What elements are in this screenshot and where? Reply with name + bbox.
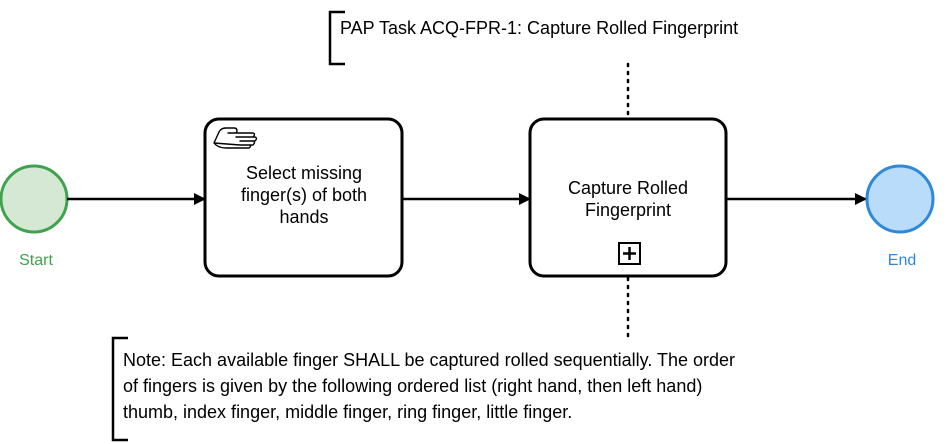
start-event[interactable]: [0, 164, 69, 234]
annotation-note-bracket: [111, 336, 128, 442]
annotation-note-line-3: thumb, index finger, middle finger, ring…: [123, 402, 573, 422]
end-event-label: End: [887, 252, 917, 269]
task-select-label: Select missing finger(s) of both hands: [240, 163, 368, 227]
manual-hand-icon: [213, 127, 258, 149]
start-event-label: Start: [19, 252, 53, 269]
annotation-note-line-1: Note: Each available finger SHALL be cap…: [123, 350, 736, 370]
subprocess-plus-icon[interactable]: [618, 242, 641, 265]
end-event[interactable]: [865, 164, 935, 234]
task-capture-label: Capture Rolled Fingerprint: [567, 178, 689, 220]
task-capture-rolled-fingerprint[interactable]: [528, 117, 728, 278]
annotation-note-line-2: of fingers is given by the following ord…: [123, 376, 703, 396]
task-select-missing-fingers[interactable]: [203, 117, 404, 278]
annotation-top-text: PAP Task ACQ-FPR-1: Capture Rolled Finge…: [340, 18, 739, 38]
annotation-top-bracket: [328, 10, 345, 66]
